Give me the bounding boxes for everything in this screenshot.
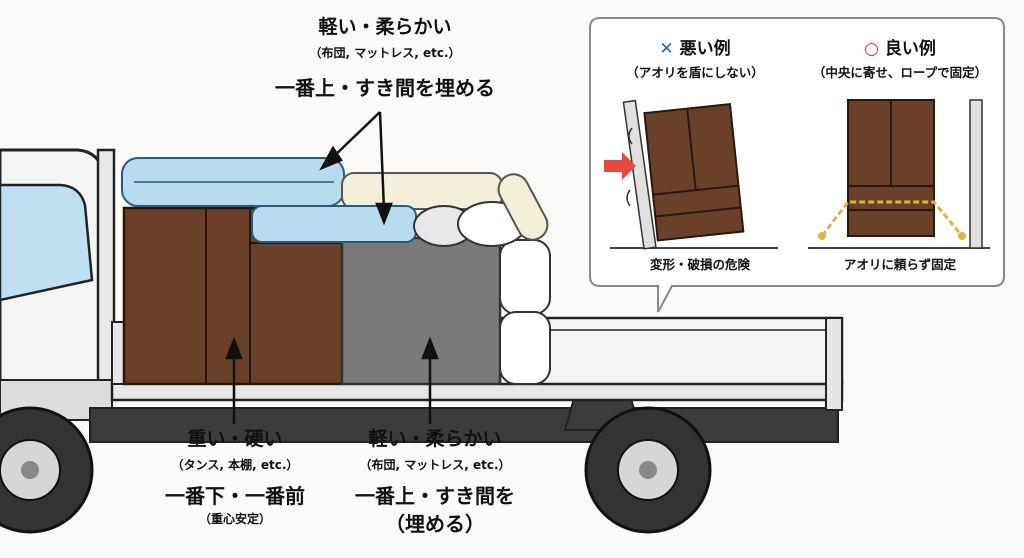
- good-example-caption: アオリに頼らず固定: [843, 257, 957, 272]
- push-arrow-icon: [604, 152, 636, 180]
- futon-blue-middle: [251, 205, 417, 243]
- bottom-left-examples: （タンス, 本棚, etc.）: [171, 458, 299, 472]
- gray-cargo-box: [340, 236, 502, 386]
- bad-example-title: 悪い例: [679, 39, 731, 59]
- bottom-left-title: 重い・硬い: [187, 428, 283, 450]
- good-example-heading: ○ 良い例: [810, 34, 990, 59]
- bottom-right-instruction-2: （埋める）: [385, 512, 485, 536]
- bottom-right-title: 軽い・柔らかい: [368, 428, 502, 450]
- callout-arrows: [225, 111, 439, 424]
- tailgate-side-panel: [498, 316, 844, 386]
- bottom-right-examples: （布団, マットレス, etc.）: [359, 458, 511, 472]
- good-example-subtitle: （中央に寄せ、ロープで固定）: [812, 65, 988, 80]
- top-soft-items: [121, 157, 549, 247]
- rope-icon: [820, 200, 964, 237]
- top-label-instruction: 一番上・すき間を埋める: [275, 76, 495, 100]
- soft-roll-tilted: [497, 173, 549, 241]
- front-wheel: [0, 406, 94, 534]
- inset-panel: [589, 17, 1005, 313]
- bad-example-heading: ✕ 悪い例: [610, 34, 780, 59]
- bad-example-caption: 変形・破損の危険: [649, 257, 750, 272]
- bottom-right-instruction-1: 一番上・すき間を: [355, 484, 515, 508]
- soft-bags-rear: [499, 239, 551, 385]
- good-example-illustration: [808, 99, 990, 249]
- bottom-left-note: （重心安定）: [198, 512, 271, 526]
- top-label-title: 軽い・柔らかい: [318, 16, 452, 38]
- bad-example-illustration: [604, 99, 778, 250]
- good-example-title: 良い例: [884, 39, 936, 59]
- bad-example-subtitle: （アオリを盾にしない）: [626, 65, 764, 80]
- truck-chassis: [89, 407, 839, 443]
- top-label-examples: （布団, マットレス, etc.）: [309, 46, 461, 60]
- bed-rear-post: [825, 317, 843, 411]
- circle-icon: ○: [864, 39, 879, 59]
- bottom-left-instruction: 一番下・一番前: [165, 484, 305, 508]
- cab-window: [0, 183, 94, 302]
- cross-icon: ✕: [659, 39, 674, 59]
- rear-wheel: [584, 406, 712, 534]
- truck-cab: [0, 148, 116, 421]
